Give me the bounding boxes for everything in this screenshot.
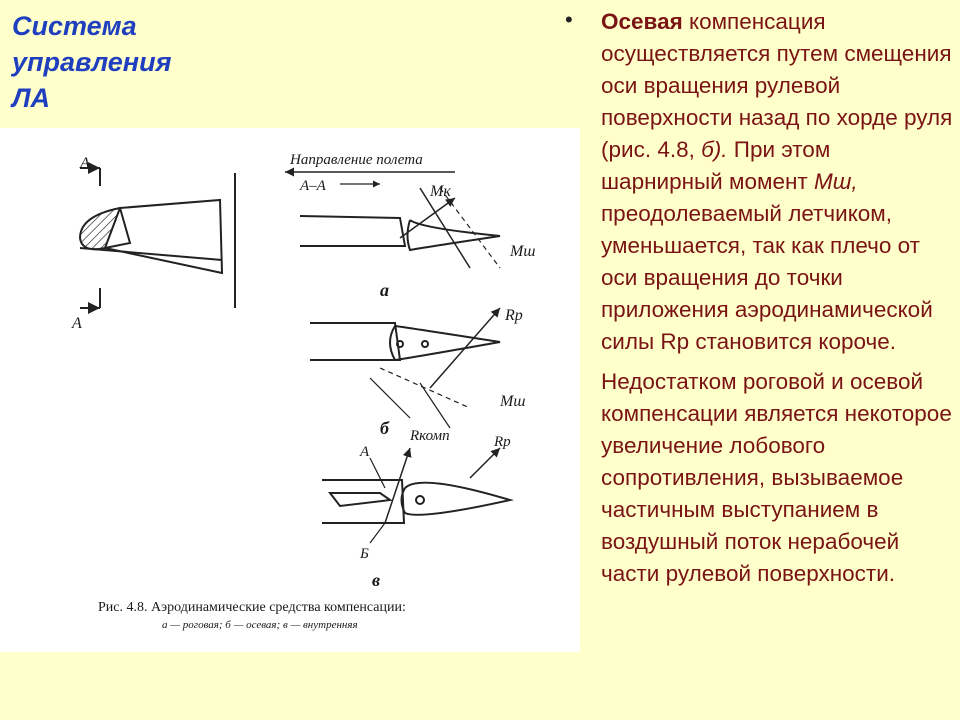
sub-c: в — [372, 570, 380, 590]
direction-label: Направление полета — [289, 152, 423, 168]
label-rkomp: Rкомп — [409, 428, 450, 444]
label-rp-b: Rp — [504, 307, 523, 324]
figure-aerodynamic-compensation: А А Направление полета А–А Mк Mш а — [0, 128, 580, 652]
p1-text-1: компенсация осуществляется путем смещени… — [601, 9, 953, 162]
diagram-a — [299, 187, 501, 269]
label-a-c: А — [359, 444, 370, 460]
title-line-1: Система — [12, 11, 137, 41]
figure-drawing: А А Направление полета А–А Mк Mш а — [71, 152, 535, 631]
slide-title: Система управления ЛА — [12, 8, 212, 116]
term-axial: Осевая — [601, 9, 683, 34]
figure-caption-2: а — роговая; б — осевая; в — внутренняя — [162, 619, 358, 631]
label-b-c: Б — [359, 546, 369, 562]
label-mk: Mк — [429, 183, 451, 200]
section-label: А–А — [299, 178, 327, 194]
paragraph-disadvantage: Недостатком роговой и осевой компенсации… — [601, 369, 952, 586]
p1-msh: Мш, — [813, 169, 858, 194]
bullet-icon: • — [565, 7, 573, 32]
label-rp-c: Rp — [493, 434, 511, 450]
diagram-c — [322, 447, 514, 544]
label-msh-a: Mш — [509, 243, 535, 260]
diagram-b — [310, 307, 501, 429]
title-line-3: ЛА — [12, 83, 51, 113]
p1-ref: б). — [701, 137, 728, 162]
label-a-bottom: А — [71, 315, 82, 332]
horn-compensation-planform — [78, 162, 236, 314]
p1-text-3: преодолеваемый летчиком, уменьшается, та… — [601, 201, 933, 354]
sub-b: б — [380, 418, 390, 438]
paragraph-axial-compensation: • Осевая компенсация осуществляется путем… — [565, 6, 955, 358]
label-msh-b: Mш — [499, 393, 525, 410]
figure-caption-1: Рис. 4.8. Аэродинамические средства комп… — [98, 600, 406, 615]
p1-text-2: При этом шарнирный момент — [601, 137, 831, 194]
title-line-2: управления — [12, 47, 172, 77]
sub-a: а — [380, 280, 389, 300]
text-column: • Осевая компенсация осуществляется путем… — [565, 6, 955, 596]
label-a-top: А — [79, 155, 90, 172]
